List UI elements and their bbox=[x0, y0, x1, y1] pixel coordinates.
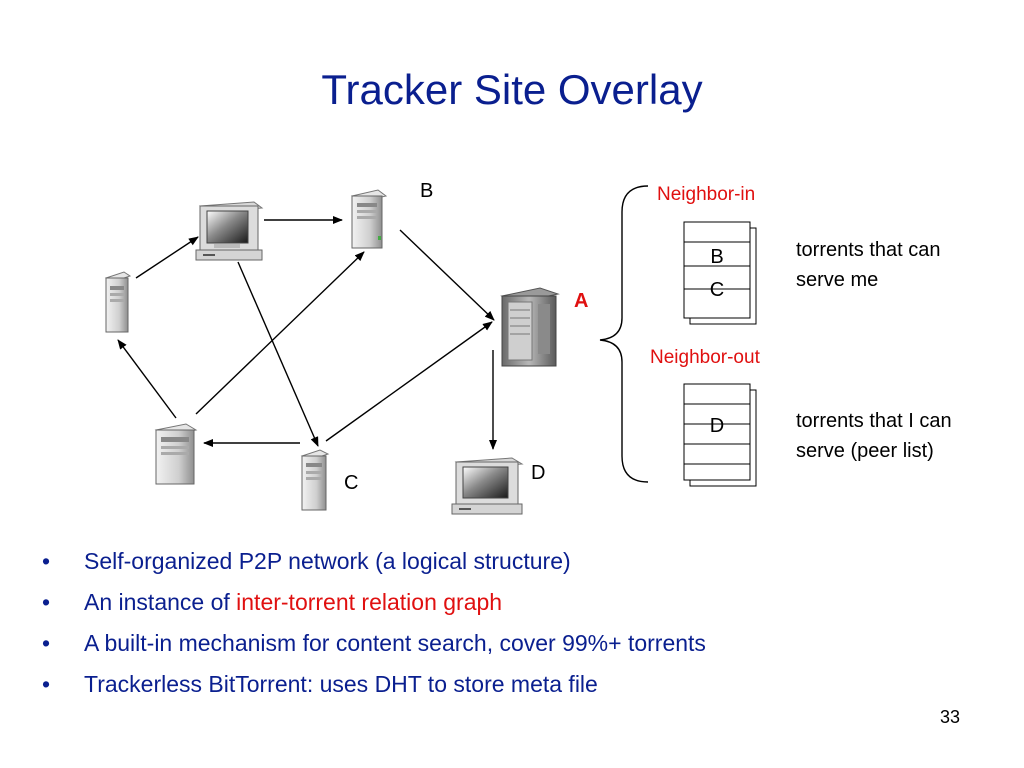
node-label-c: C bbox=[344, 472, 359, 494]
edge-server-left-to-pc-top bbox=[135, 236, 199, 279]
bullet-item: • Self-organized P2P network (a logical … bbox=[42, 548, 706, 589]
neighbor-out-entry: D bbox=[709, 415, 725, 437]
neighbor-in-description-line: torrents that can bbox=[796, 239, 941, 261]
curly-brace bbox=[599, 185, 649, 483]
bullet-dot: • bbox=[42, 589, 51, 615]
bullet-item: • An instance of inter-torrent relation … bbox=[42, 589, 706, 630]
edge-server-b-to-node-a bbox=[399, 229, 495, 321]
edge-server-bl-to-server-left bbox=[117, 339, 177, 419]
slide-title: Tracker Site Overlay bbox=[321, 66, 703, 113]
bullet-text-plain: Trackerless BitTorrent: uses DHT to stor… bbox=[84, 671, 598, 697]
neighbor-out-description-line: serve (peer list) bbox=[796, 440, 934, 462]
neighbor-out-table bbox=[683, 383, 757, 487]
bullet-text-highlight: inter-torrent relation graph bbox=[236, 589, 503, 615]
bullet-dot: • bbox=[42, 630, 51, 656]
edge-server-bl-to-server-b bbox=[195, 251, 365, 415]
bullet-item: • Trackerless BitTorrent: uses DHT to st… bbox=[42, 671, 706, 712]
server-left-icon bbox=[104, 271, 132, 333]
bullet-text-plain: A built-in mechanism for content search,… bbox=[84, 630, 706, 656]
node-label-b: B bbox=[420, 180, 434, 202]
bullet-dot: • bbox=[42, 548, 51, 574]
server-b-icon bbox=[350, 189, 388, 249]
edge-server-c-to-node-a bbox=[325, 321, 493, 442]
neighbor-in-description: torrents that can serve me bbox=[796, 235, 941, 295]
neighbor-out-description: torrents that I can serve (peer list) bbox=[796, 406, 952, 466]
neighbor-in-description-line: serve me bbox=[796, 269, 879, 291]
bullet-list: • Self-organized P2P network (a logical … bbox=[42, 548, 706, 712]
desktop-computer-icon bbox=[195, 201, 264, 261]
neighbor-out-heading: Neighbor-out bbox=[650, 347, 760, 368]
bullet-text: A built-in mechanism for content search,… bbox=[84, 630, 706, 657]
neighbor-out-description-line: torrents that I can bbox=[796, 410, 952, 432]
bullet-dot: • bbox=[42, 671, 51, 697]
edge-pc-top-to-server-c bbox=[237, 261, 319, 447]
page-number: 33 bbox=[940, 707, 961, 727]
server-bottom-left-icon bbox=[154, 423, 198, 485]
desktop-computer-d-icon bbox=[451, 457, 524, 515]
server-c-icon bbox=[300, 449, 330, 511]
bullet-text: An instance of inter-torrent relation gr… bbox=[84, 589, 502, 616]
bullet-item: • A built-in mechanism for content searc… bbox=[42, 630, 706, 671]
bullet-text-plain: An instance of bbox=[84, 589, 237, 615]
neighbor-in-entry: B bbox=[710, 246, 724, 268]
neighbor-in-table bbox=[683, 221, 757, 325]
neighbor-in-heading: Neighbor-in bbox=[657, 184, 756, 205]
node-label-d: D bbox=[531, 462, 546, 484]
bullet-text-plain: Self-organized P2P network (a logical st… bbox=[84, 548, 571, 574]
bullet-text: Trackerless BitTorrent: uses DHT to stor… bbox=[84, 671, 598, 698]
node-label-a: A bbox=[574, 290, 589, 312]
edge-arrows bbox=[117, 216, 497, 450]
server-a-icon bbox=[500, 287, 560, 367]
bullet-text: Self-organized P2P network (a logical st… bbox=[84, 548, 571, 575]
neighbor-in-entry: C bbox=[709, 279, 725, 301]
